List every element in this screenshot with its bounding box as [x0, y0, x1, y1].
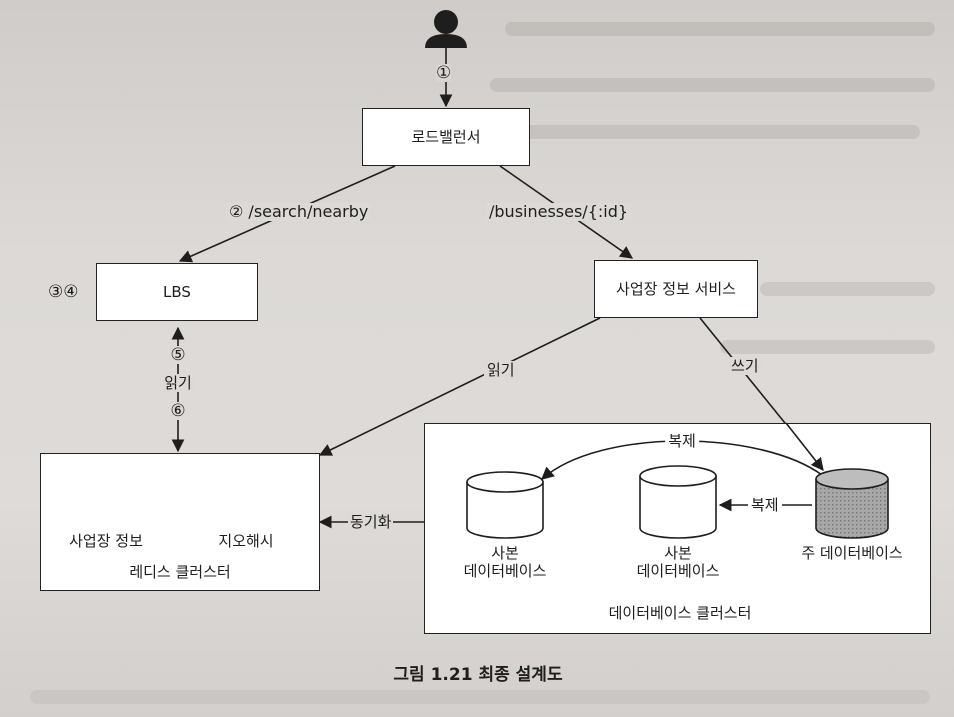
edge-label-service-read: 읽기: [484, 361, 518, 379]
edge-label-user-step: ①: [436, 63, 452, 83]
redis-cluster-box: [40, 453, 320, 591]
primary-database-icon: [815, 468, 889, 539]
business-service-box: [594, 260, 758, 318]
edge-service-write-inner: [785, 422, 824, 472]
edge-label-businesses-id: /businesses/{:id}: [486, 203, 632, 221]
db-cluster-label: 데이터베이스 클러스터: [608, 604, 752, 622]
background-text-line: [30, 690, 930, 704]
background-text-line: [760, 282, 935, 296]
replica-db-2-label: 사본 데이터베이스: [636, 544, 720, 580]
lbs-label: LBS: [163, 283, 191, 301]
edge-label-service-write: 쓰기: [728, 357, 762, 375]
replica-db-1-label: 사본 데이터베이스: [463, 544, 547, 580]
lbs-steps-label: ③④: [48, 282, 79, 302]
edge-label-search-nearby: ② /search/nearby: [226, 203, 372, 221]
lbs-box: [96, 263, 258, 321]
figure-caption: 그림 1.21 최종 설계도: [393, 665, 563, 685]
primary-db-label: 주 데이터베이스: [801, 544, 903, 562]
edge-label-step5: ⑤: [170, 345, 186, 365]
replica-database-icon: [466, 471, 544, 539]
background-text-line: [490, 78, 935, 92]
edge-label-redis-read: 읽기: [162, 374, 194, 392]
edge-label-sync: 동기화: [348, 513, 394, 531]
background-text-line: [720, 340, 935, 354]
user-icon: [425, 10, 467, 48]
redis-geohash-label: 지오해시: [218, 532, 274, 550]
business-service-label: 사업장 정보 서비스: [616, 280, 736, 298]
background-text-line: [505, 22, 935, 36]
edge-label-replicate-top: 복제: [665, 432, 699, 450]
redis-business-info-label: 사업장 정보: [69, 532, 143, 550]
edge-service-read: [318, 317, 601, 456]
redis-cluster-label: 레디스 클러스터: [129, 563, 231, 581]
edge-label-replicate-mid: 복제: [748, 496, 782, 514]
load-balancer-label: 로드밸런서: [411, 128, 481, 146]
load-balancer-box: [362, 108, 530, 166]
background-text-line: [500, 125, 920, 139]
edge-label-step6: ⑥: [170, 401, 186, 421]
replica-database-icon: [639, 465, 717, 539]
